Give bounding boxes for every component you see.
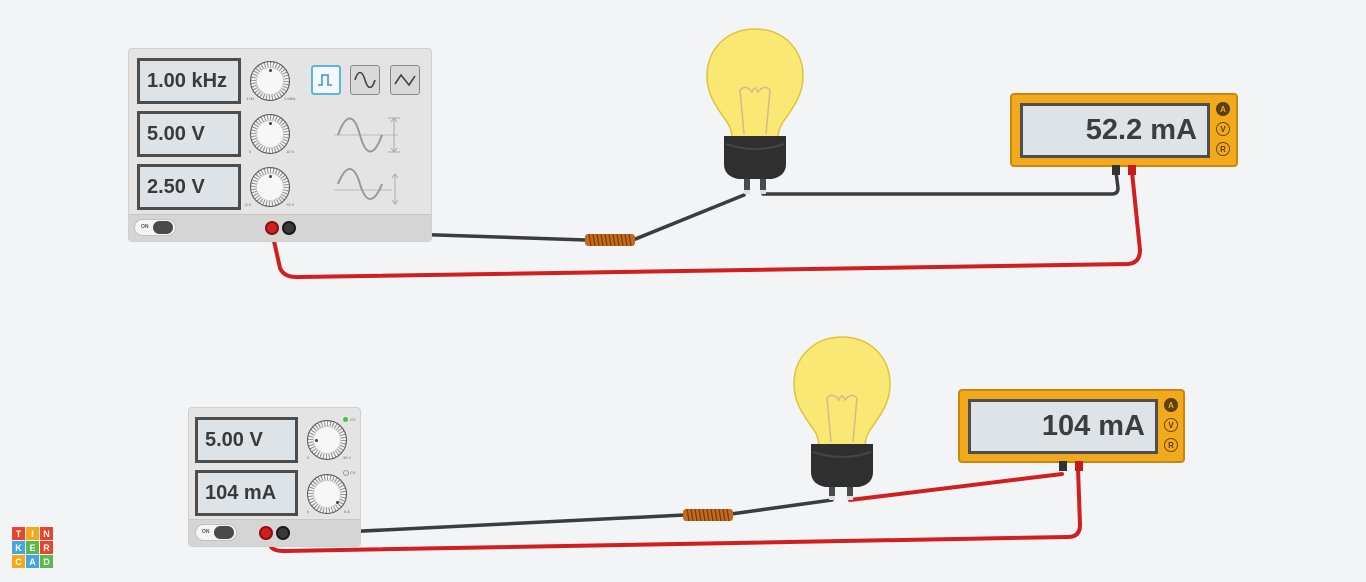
frequency-knob[interactable]: [250, 61, 290, 101]
offset-knob-max-label: +5 V: [286, 202, 295, 207]
fg-bottom-panel: ON: [129, 214, 431, 241]
sine-wave-icon: [354, 72, 376, 88]
light-bulb-top[interactable]: [702, 26, 808, 198]
logo-letter-n: N: [40, 527, 53, 540]
inductor-bottom[interactable]: [680, 505, 736, 525]
cv-indicator-led: [343, 470, 349, 476]
amplitude-diagram-icon: [334, 117, 400, 153]
ps-current-value: 104 mA: [205, 481, 277, 504]
dc-power-supply[interactable]: 5.00 V 104 mA CC CV 0 30 V 0 5 A ON: [188, 407, 361, 547]
amplitude-display: 5.00 V: [137, 111, 241, 157]
mode-a-label: A: [1168, 400, 1174, 410]
multimeter-bottom-reading: 104 mA: [1041, 410, 1145, 442]
ps-current-display: 104 mA: [195, 470, 298, 516]
logo-letter-d: D: [40, 555, 53, 568]
ps-current-knob[interactable]: [307, 474, 347, 514]
freq-knob-min-label: 1 Hz: [246, 96, 255, 101]
amp-knob-min-label: 0: [249, 149, 252, 154]
multimeter-top-probes[interactable]: [1108, 165, 1140, 179]
light-bulb-bottom[interactable]: [789, 334, 895, 506]
cv-label: CV: [350, 470, 356, 475]
logo-letter-a: A: [26, 555, 39, 568]
ps-voltage-knob[interactable]: [307, 420, 347, 460]
mode-r-label: R: [1168, 440, 1174, 450]
tinkercad-logo: T I N K E R C A D: [12, 527, 56, 570]
triangle-wave-icon: [394, 73, 416, 87]
amp-knob-max-label: 10 V: [286, 149, 295, 154]
wire-inductor-to-bulb-bottom[interactable]: [729, 498, 834, 516]
multimeter-bottom[interactable]: 104 mA A V R: [958, 389, 1185, 463]
function-generator[interactable]: 1.00 kHz 5.00 V 2.50 V 1 Hz 1 MHz 0 10 V…: [128, 48, 432, 242]
frequency-display: 1.00 kHz: [137, 58, 241, 104]
bulb-base-bottom: [811, 444, 873, 487]
wire-inductor-to-bulb[interactable]: [631, 193, 746, 242]
ps-voltage-value: 5.00 V: [205, 428, 263, 451]
logo-letter-t: T: [12, 527, 25, 540]
multimeter-top-mode-ohmmeter[interactable]: R: [1216, 142, 1230, 156]
logo-letter-i: I: [26, 527, 39, 540]
ps-bottom-panel: ON: [189, 519, 360, 546]
multimeter-top[interactable]: 52.2 mA A V R: [1010, 93, 1238, 167]
ps-voltage-display: 5.00 V: [195, 417, 298, 463]
square-wave-icon: [318, 74, 332, 86]
multimeter-bottom-screen: 104 mA: [968, 399, 1158, 454]
inductor-top[interactable]: [582, 230, 638, 250]
fg-positive-terminal[interactable]: [265, 221, 279, 235]
multimeter-bottom-mode-ohmmeter[interactable]: R: [1164, 438, 1178, 452]
fg-negative-terminal[interactable]: [282, 221, 296, 235]
ps-current-knob-min: 0: [307, 509, 310, 514]
sine-wave-button[interactable]: [350, 65, 380, 95]
ps-voltage-knob-max: 30 V: [343, 455, 352, 460]
cc-indicator-led: [343, 417, 348, 422]
multimeter-top-mode-voltmeter[interactable]: V: [1216, 122, 1230, 136]
mode-v-label: V: [1168, 420, 1174, 430]
logo-letter-c: C: [12, 555, 25, 568]
multimeter-bottom-mode-ammeter[interactable]: A: [1164, 398, 1178, 412]
multimeter-top-screen: 52.2 mA: [1020, 103, 1210, 158]
mode-v-label: V: [1220, 124, 1226, 134]
multimeter-top-reading: 52.2 mA: [1085, 114, 1197, 146]
bulb-glass: [706, 28, 804, 139]
amplitude-knob[interactable]: [250, 114, 290, 154]
ps-power-switch[interactable]: ON: [195, 524, 237, 541]
logo-letter-k: K: [12, 541, 25, 554]
ps-voltage-knob-min: 0: [307, 455, 310, 460]
ps-current-knob-max: 5 A: [344, 509, 350, 514]
square-wave-button[interactable]: [311, 65, 341, 95]
wire-bulb-to-meter-black[interactable]: [761, 170, 1120, 196]
amplitude-value: 5.00 V: [147, 122, 205, 145]
freq-knob-max-label: 1 MHz: [284, 96, 296, 101]
multimeter-bottom-probes[interactable]: [1055, 461, 1087, 475]
frequency-value: 1.00 kHz: [147, 69, 228, 92]
offset-knob[interactable]: [250, 167, 290, 207]
fg-power-switch[interactable]: ON: [134, 219, 176, 236]
wire-bulb-to-meter-red[interactable]: [848, 472, 1064, 502]
mode-a-label: A: [1220, 104, 1226, 114]
triangle-wave-button[interactable]: [390, 65, 420, 95]
ps-negative-terminal[interactable]: [276, 526, 290, 540]
offset-knob-min-label: -5 V: [244, 202, 252, 207]
offset-value: 2.50 V: [147, 175, 205, 198]
logo-letter-e: E: [26, 541, 39, 554]
multimeter-top-mode-ammeter[interactable]: A: [1216, 102, 1230, 116]
ps-positive-terminal[interactable]: [259, 526, 273, 540]
bulb-base: [724, 136, 786, 179]
wire-fg-red-to-meter[interactable]: [270, 170, 1143, 280]
offset-display: 2.50 V: [137, 164, 241, 210]
ps-power-label: ON: [202, 529, 210, 535]
multimeter-bottom-mode-voltmeter[interactable]: V: [1164, 418, 1178, 432]
wire-ps-red-to-meter[interactable]: [264, 466, 1083, 554]
cc-label: CC: [350, 417, 356, 422]
mode-r-label: R: [1220, 144, 1226, 154]
bulb-glass-bottom: [793, 336, 891, 447]
offset-diagram-icon: [334, 168, 399, 205]
fg-power-label: ON: [141, 224, 149, 230]
logo-letter-r: R: [40, 541, 53, 554]
